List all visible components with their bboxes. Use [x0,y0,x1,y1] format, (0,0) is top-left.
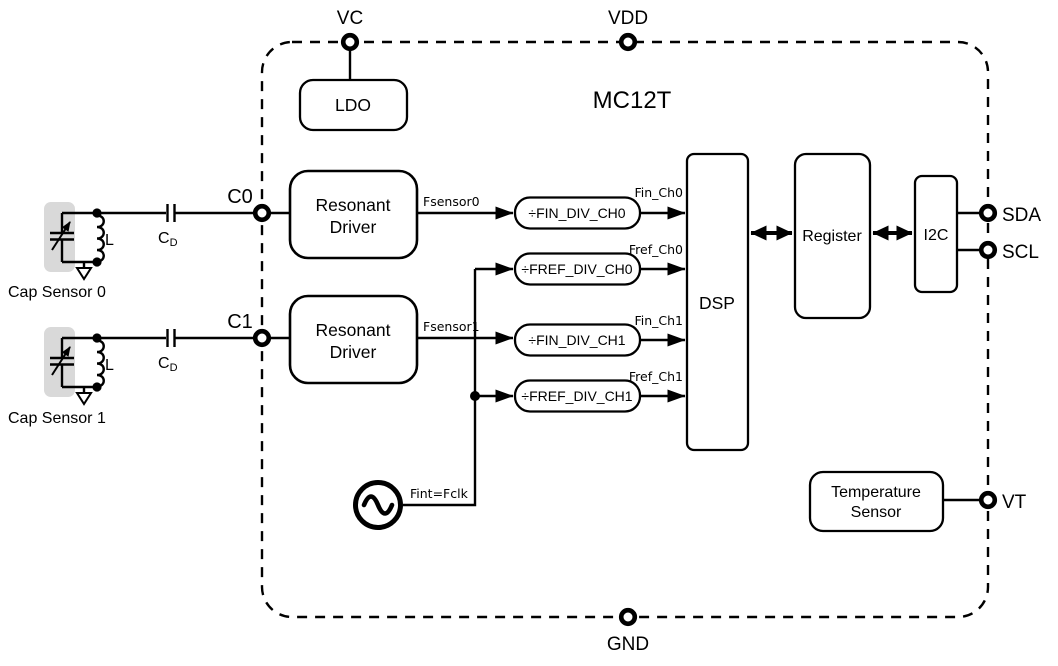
pin-vt [978,490,998,510]
variable-capacitor-icon [50,213,74,262]
block-resonant-driver-1-label2: Driver [330,342,377,362]
block-fref-div-ch0-label: ÷FREF_DIV_CH0 [521,261,632,277]
pin-vdd-label: VDD [608,8,648,29]
pin-c0 [252,203,272,223]
junction-dot [92,257,102,267]
block-resonant-driver-1-label1: Resonant [316,320,391,340]
pin-scl-label: SCL [1002,242,1039,263]
pin-gnd-label: GND [607,634,649,655]
pin-sda [978,203,998,223]
block-i2c-label: I2C [924,227,949,244]
signal-label-fref-ch0: Fref_Ch0 [629,242,683,257]
pin-vt-label: VT [1002,492,1027,513]
chip-title: MC12T [593,87,672,114]
block-fref-div-ch1 [513,379,642,413]
block-fref-div-ch0 [513,252,642,286]
block-fin-div-ch0-label: ÷FIN_DIV_CH0 [528,205,625,221]
block-resonant-driver-1 [288,294,419,385]
block-temperature-sensor-label1: Temperature [831,484,921,501]
block-temperature-sensor [808,470,945,533]
pin-vc-label: VC [337,8,363,29]
ground-icon [75,262,93,281]
oscillator-icon [353,480,403,530]
cap-sensor-0: L CD Cap Sensor 0 [8,202,254,301]
block-resonant-driver-0 [288,169,419,260]
pin-vdd [618,32,638,52]
block-fin-div-ch0 [513,196,642,230]
coupling-capacitor-label: CD [158,355,178,374]
cap-sensor-1-label: Cap Sensor 1 [8,410,106,427]
block-dsp-label: DSP [699,293,735,313]
signal-label-fin-ch0: Fin_Ch0 [634,185,683,200]
cap-sensor-0-label: Cap Sensor 0 [8,284,106,301]
coupling-capacitor-icon [166,204,176,222]
junction-dot [92,382,102,392]
block-register [793,152,872,320]
signal-label-fin-ch1: Fin_Ch1 [634,313,683,328]
ground-icon [75,387,93,406]
variable-capacitor-icon [50,338,74,387]
block-dsp [685,152,750,452]
signal-label-fsensor0: Fsensor0 [423,194,480,209]
pin-c1 [252,328,272,348]
cap-sensor-1: L CD Cap Sensor 1 [8,327,254,427]
block-fin-div-ch1 [513,323,642,357]
junction-dot [470,391,480,401]
inductor-label: L [105,357,114,374]
pin-c0-label: C0 [227,186,253,208]
block-resonant-driver-0-label2: Driver [330,217,377,237]
pin-gnd [618,607,638,627]
sine-wave-icon [361,494,395,516]
block-temperature-sensor-label2: Sensor [851,504,902,521]
block-ldo [298,78,409,132]
block-resonant-driver-0-label1: Resonant [316,195,391,215]
pin-vc [340,32,360,52]
inductor-icon [95,213,105,263]
wire-fclk-reference [403,269,477,507]
junction-dot [92,208,102,218]
inductor-icon [95,338,105,388]
block-register-label: Register [802,228,862,245]
pin-c1-label: C1 [227,311,253,333]
block-ldo-label: LDO [335,95,371,115]
pin-scl [978,240,998,260]
block-i2c [913,174,959,294]
signal-label-fref-ch1: Fref_Ch1 [629,369,683,384]
inductor-label: L [105,232,114,249]
block-fin-div-ch1-label: ÷FIN_DIV_CH1 [528,332,625,348]
signal-label-fint: Fint=Fclk [410,486,469,501]
block-fref-div-ch1-label: ÷FREF_DIV_CH1 [521,388,632,404]
signal-label-fsensor1: Fsensor1 [423,319,480,334]
coupling-capacitor-icon [166,329,176,347]
pin-sda-label: SDA [1002,205,1041,226]
coupling-capacitor-label: CD [158,230,178,249]
junction-dot [92,333,102,343]
